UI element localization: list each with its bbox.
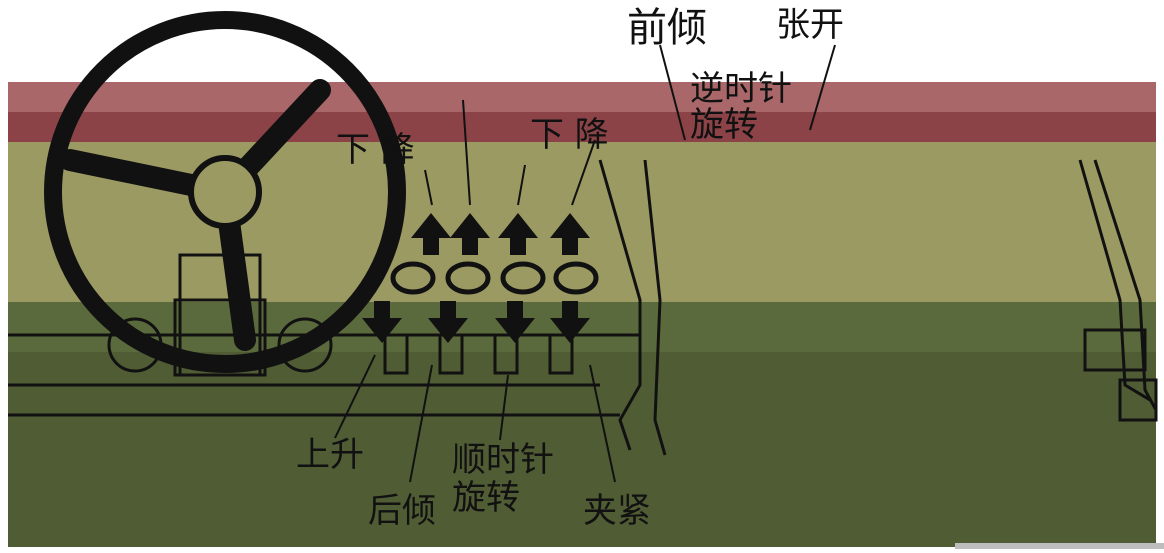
label-back-tilt: 后倾 [368,491,436,531]
label-ccw-rotate-line1: 逆时针 [690,69,792,109]
label-cw-rotate-line1: 顺时针 [452,440,554,480]
label-clamp: 夹紧 [583,491,651,531]
label-open: 张开 [776,5,844,45]
label-raise: 上升 [296,435,364,475]
leader-lines [334,44,836,483]
corner-strip [955,543,1164,549]
steering-hub [188,155,262,229]
up-arrows [411,213,590,255]
band-top-dark [8,112,1156,142]
down-arrows [362,301,590,343]
steering-wheel [44,11,406,373]
label-ccw-rotate-line2: 旋转 [690,105,758,145]
label-release: 下 降 [530,115,609,155]
dashboard-lines [8,159,1158,456]
label-forward-tilt: 前倾 [627,5,707,51]
lever-slots [383,333,574,375]
label-lower: 下 降 [336,130,415,170]
lever-knobs [390,261,599,295]
label-cw-rotate-line2: 旋转 [452,478,520,518]
